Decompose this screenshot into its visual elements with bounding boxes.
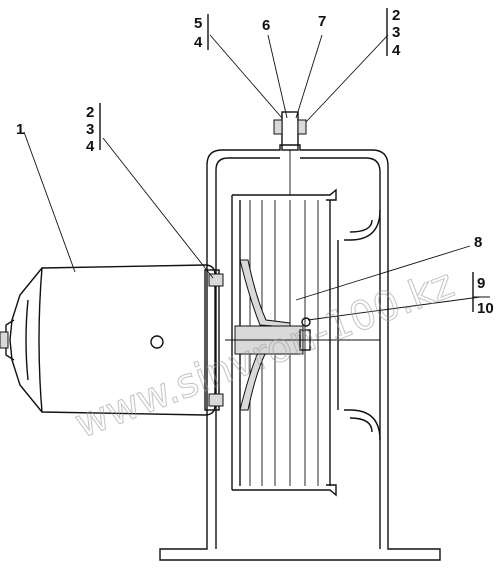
callout-4-right: 4 <box>392 42 401 59</box>
shaft-hub <box>225 317 380 355</box>
callout-2-left: 2 <box>86 104 94 121</box>
watermark-text: www.sinvron-100.kz <box>69 261 460 448</box>
callout-2-right: 2 <box>392 7 400 24</box>
callout-7: 7 <box>318 13 326 30</box>
callout-1: 1 <box>16 121 24 138</box>
callout-labels: 1 2 3 4 5 4 6 7 2 3 4 8 9 10 <box>16 7 494 317</box>
callout-8: 8 <box>474 234 482 251</box>
leader-lines <box>23 8 490 321</box>
callout-3-right: 3 <box>392 24 400 41</box>
housing-scroll <box>344 209 381 441</box>
base-flange <box>159 144 441 561</box>
motor <box>0 264 224 416</box>
callout-10: 10 <box>477 300 494 317</box>
callout-5: 5 <box>194 15 202 32</box>
callout-4-top: 4 <box>194 34 203 51</box>
callout-3-left: 3 <box>86 121 94 138</box>
top-nozzle <box>273 111 307 195</box>
callout-6: 6 <box>262 17 270 34</box>
callout-9: 9 <box>477 275 485 292</box>
callout-4-left: 4 <box>86 138 95 155</box>
